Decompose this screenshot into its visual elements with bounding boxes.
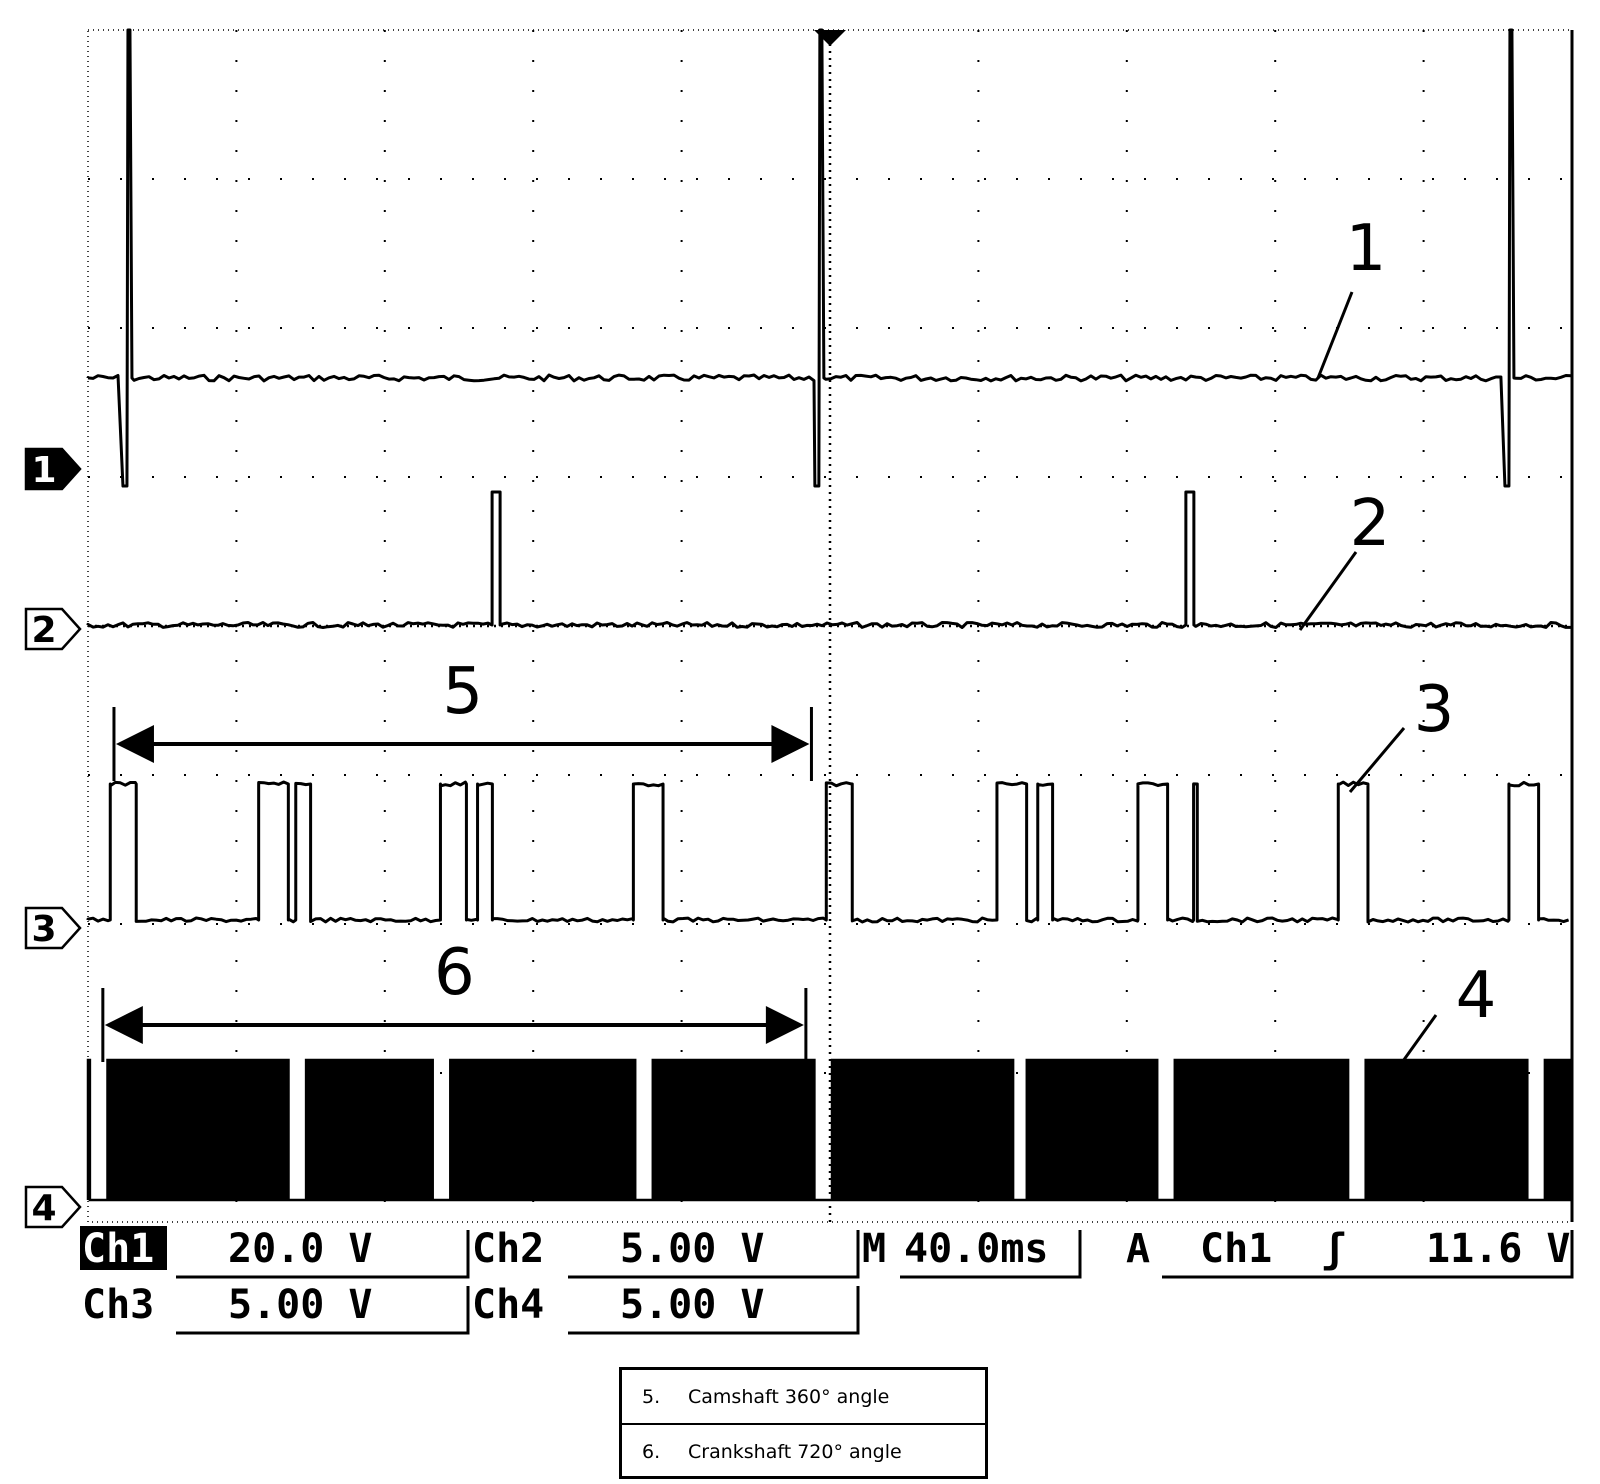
legend-item-camshaft: 5. Camshaft 360° angle [622, 1370, 985, 1423]
callout-leader-line [1386, 1014, 1438, 1083]
channel-marker-icon [24, 447, 82, 491]
timebase-value: 40.0ms [904, 1226, 1049, 1272]
arrowhead-left-icon [104, 1006, 143, 1044]
ch4-scale-frame [568, 1286, 860, 1335]
interval-label: 5 [442, 655, 483, 729]
ch1-scale: 20.0 V [228, 1226, 373, 1272]
channel-marker-label: 3 [31, 909, 56, 950]
ch3-trace [86, 780, 1570, 924]
channel-marker-label: 2 [31, 610, 56, 651]
legend-item-crankshaft: 6. Crankshaft 720° angle [622, 1423, 985, 1478]
ch3-scale: 5.00 V [228, 1282, 373, 1328]
ch2-trace [86, 490, 1571, 629]
ch4-trace [86, 1058, 1573, 1202]
channel-marker-icon [24, 906, 82, 950]
annotation-legend: 5. Camshaft 360° angle 6. Crankshaft 720… [619, 1367, 988, 1479]
callout-number: 3 [1414, 673, 1455, 747]
channel-marker-icon [24, 607, 82, 651]
arrowhead-right-icon [765, 1006, 804, 1044]
callout-number: 2 [1350, 487, 1391, 561]
readout-panel: Ch1 20.0 V Ch2 5.00 V M 40.0ms A Ch1 ʃ 1… [80, 1226, 1574, 1335]
ch3-label: Ch3 [82, 1282, 154, 1328]
legend-item-number: 5. [642, 1385, 661, 1408]
callout-number: 4 [1456, 959, 1497, 1033]
ch1-trace [86, 28, 1571, 488]
legend-item-text: Camshaft 360° angle [688, 1385, 890, 1408]
trigger-label: A [1126, 1226, 1150, 1272]
ch1-label-bg [80, 1226, 167, 1270]
legend-item-number: 6. [642, 1440, 661, 1463]
arrowhead-left-icon [115, 725, 154, 763]
callout-number: 1 [1346, 212, 1387, 286]
interval-annotations: 56 [101, 655, 813, 1062]
ch2-scale-frame [568, 1230, 860, 1279]
ch4-label: Ch4 [472, 1282, 544, 1328]
ch4-scale: 5.00 V [620, 1282, 765, 1328]
interval-label: 6 [434, 936, 475, 1010]
ch2-scale: 5.00 V [620, 1226, 765, 1272]
callout-leader-line [1316, 291, 1354, 379]
timebase-label: M [862, 1226, 886, 1272]
ch3-scale-frame [176, 1286, 470, 1335]
ch1-scale-frame [176, 1230, 470, 1279]
callout-leader-line [1348, 727, 1406, 793]
arrowhead-right-icon [771, 725, 810, 763]
channel-marker-label: 4 [31, 1188, 56, 1229]
channel-marker-icon [24, 1185, 82, 1229]
legend-item-text: Crankshaft 720° angle [688, 1440, 902, 1463]
trigger-source: Ch1 [1200, 1226, 1272, 1272]
graticule [87, 29, 1574, 1223]
trigger-slope-icon: ʃ [1322, 1226, 1346, 1272]
waveform-traces: 1 2 3 4 [86, 28, 1573, 1202]
trigger-frame [1162, 1230, 1574, 1279]
ch1-label: Ch1 [82, 1226, 154, 1272]
callout-leader-line [1298, 551, 1358, 631]
trigger-level: 11.6 V [1426, 1226, 1571, 1272]
channel-marker-label: 1 [31, 450, 56, 491]
ch2-label: Ch2 [472, 1226, 544, 1272]
timebase-frame [900, 1230, 1082, 1279]
channel-markers: 1 2 3 4 [24, 447, 82, 1229]
